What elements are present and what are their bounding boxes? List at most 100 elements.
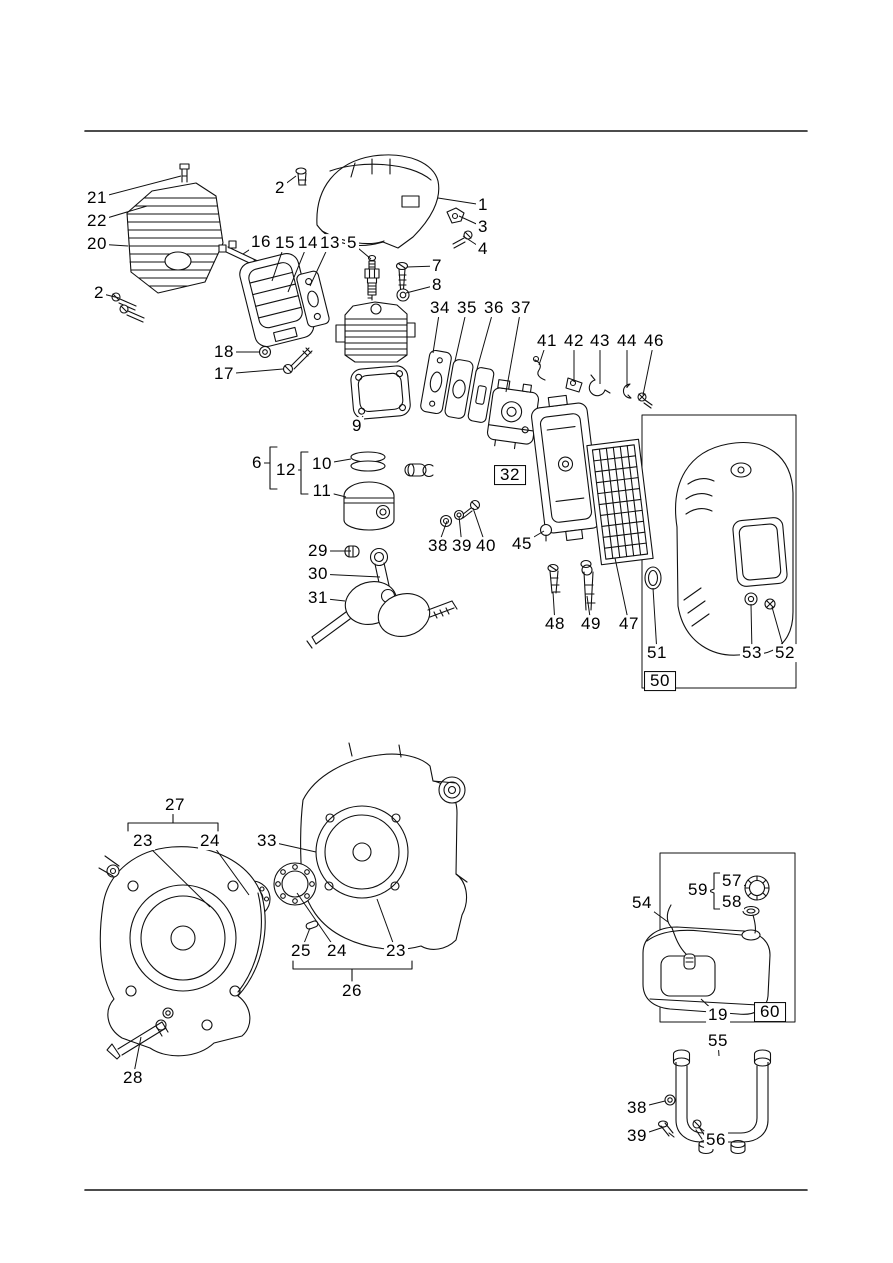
part-callout-24: 24 bbox=[325, 941, 349, 961]
screw-2-top bbox=[295, 167, 307, 186]
part-callout-48: 48 bbox=[543, 614, 567, 634]
part-callout-35: 35 bbox=[455, 298, 479, 318]
cylinder-gasket-9 bbox=[350, 365, 411, 420]
part-callout-10: 10 bbox=[310, 454, 334, 474]
part-callout-29: 29 bbox=[306, 541, 330, 561]
part-callout-26: 26 bbox=[340, 981, 364, 1001]
part-callout-45: 45 bbox=[510, 534, 534, 554]
crankcase-half-left bbox=[98, 846, 266, 1057]
carburetor-37 bbox=[486, 379, 540, 450]
lever-3 bbox=[446, 207, 465, 224]
screw-39-mount bbox=[657, 1120, 675, 1138]
washer-8 bbox=[396, 288, 410, 302]
part-callout-5: 5 bbox=[345, 233, 359, 253]
spring-43 bbox=[588, 374, 611, 397]
muffler-bolts-16 bbox=[218, 240, 263, 269]
leader-line-36 bbox=[476, 307, 495, 370]
part-callout-46: 46 bbox=[642, 331, 666, 351]
part-callout-41: 41 bbox=[535, 331, 559, 351]
part-callout-56: 56 bbox=[704, 1130, 728, 1150]
part-callout-1: 1 bbox=[476, 195, 490, 215]
screw-46 bbox=[637, 392, 653, 409]
part-callout-11: 11 bbox=[310, 481, 334, 501]
cap-45 bbox=[539, 523, 553, 542]
part-callout-21: 21 bbox=[85, 188, 109, 208]
part-callout-18: 18 bbox=[212, 342, 236, 362]
muffler-14-15 bbox=[239, 253, 315, 348]
part-callout-12: 12 bbox=[274, 460, 298, 480]
part-callout-44: 44 bbox=[615, 331, 639, 351]
part-callout-38: 38 bbox=[426, 536, 450, 556]
part-callout-2: 2 bbox=[92, 283, 106, 303]
part-callout-31: 31 bbox=[306, 588, 330, 608]
part-callout-50: 50 bbox=[644, 671, 676, 691]
leader-line-46 bbox=[642, 340, 655, 396]
part-callout-60: 60 bbox=[754, 1002, 786, 1022]
part-callout-3: 3 bbox=[476, 217, 490, 237]
part-callout-52: 52 bbox=[773, 643, 797, 663]
part-callout-8: 8 bbox=[430, 275, 444, 295]
gasket-36 bbox=[467, 367, 495, 423]
cap-retainer-58 bbox=[742, 905, 760, 934]
part-callout-49: 49 bbox=[579, 614, 603, 634]
bracket-26 bbox=[292, 960, 413, 982]
gasket-34 bbox=[420, 349, 452, 415]
fuel-tank-19 bbox=[642, 926, 771, 1015]
part-callout-55: 55 bbox=[706, 1031, 730, 1051]
part-callout-39: 39 bbox=[625, 1126, 649, 1146]
bearing-24b bbox=[273, 862, 317, 906]
crankshaft-31 bbox=[306, 581, 458, 649]
part-callout-38: 38 bbox=[625, 1098, 649, 1118]
leader-line-23 bbox=[142, 840, 211, 908]
part-callout-36: 36 bbox=[482, 298, 506, 318]
leader-line-37 bbox=[505, 307, 522, 393]
bolt-28 bbox=[106, 1007, 174, 1060]
crankcase-half-right bbox=[300, 742, 468, 950]
part-callout-4: 4 bbox=[476, 239, 490, 259]
part-callout-43: 43 bbox=[588, 331, 612, 351]
part-callout-32: 32 bbox=[494, 465, 526, 485]
spark-plug-5 bbox=[364, 254, 380, 301]
screw-40 bbox=[461, 499, 481, 519]
part-callout-23: 23 bbox=[131, 831, 155, 851]
bracket-12 bbox=[294, 451, 309, 495]
screw-7 bbox=[395, 261, 409, 290]
leader-line-24 bbox=[209, 840, 250, 896]
filter-element-47 bbox=[586, 438, 654, 566]
part-callout-51: 51 bbox=[645, 643, 669, 663]
screw-4 bbox=[452, 230, 473, 249]
part-callout-16: 16 bbox=[249, 232, 273, 252]
bracket-6 bbox=[263, 446, 278, 490]
screw-17 bbox=[282, 347, 313, 375]
part-callout-14: 14 bbox=[296, 233, 320, 253]
part-callout-19: 19 bbox=[706, 1005, 730, 1025]
part-callout-23: 23 bbox=[384, 941, 408, 961]
screw-48 bbox=[547, 563, 561, 594]
piston-rings-10 bbox=[350, 451, 386, 472]
part-callout-9: 9 bbox=[350, 416, 364, 436]
part-callout-13: 13 bbox=[318, 233, 342, 253]
part-callout-37: 37 bbox=[509, 298, 533, 318]
connecting-rod-30 bbox=[369, 547, 391, 593]
bracket-27 bbox=[127, 812, 219, 832]
part-callout-30: 30 bbox=[306, 564, 330, 584]
tank-cap-57 bbox=[744, 875, 770, 901]
part-callout-57: 57 bbox=[720, 871, 744, 891]
leader-line-47 bbox=[614, 557, 630, 625]
piston-pin-12 bbox=[404, 463, 434, 478]
leader-line-21 bbox=[96, 175, 182, 199]
part-callout-40: 40 bbox=[474, 536, 498, 556]
part-callout-28: 28 bbox=[121, 1068, 145, 1088]
washer-38 bbox=[439, 514, 453, 528]
spacer-35 bbox=[444, 359, 474, 419]
part-callout-22: 22 bbox=[85, 211, 109, 231]
fuel-hose-54 bbox=[666, 904, 696, 970]
part-callout-25: 25 bbox=[289, 941, 313, 961]
part-callout-24: 24 bbox=[198, 831, 222, 851]
screw-49 bbox=[580, 559, 596, 611]
part-callout-54: 54 bbox=[630, 893, 654, 913]
air-filter-cover-50 bbox=[675, 442, 794, 656]
